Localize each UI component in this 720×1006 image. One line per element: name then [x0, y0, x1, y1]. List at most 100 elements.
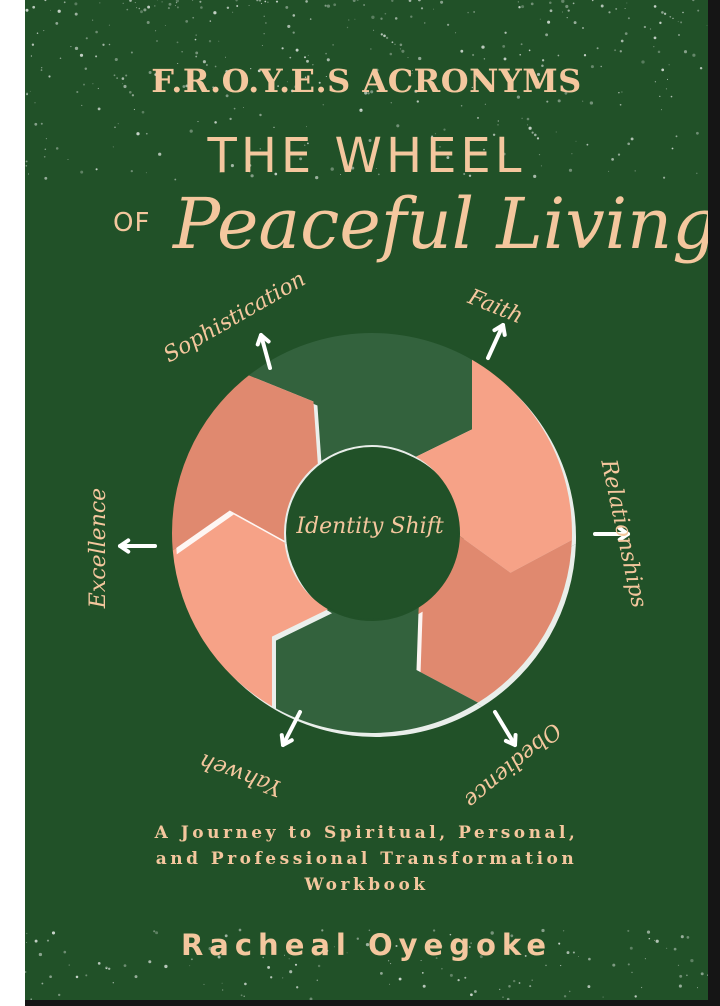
speckle — [521, 117, 523, 120]
speckle — [133, 108, 135, 111]
speckle — [626, 2, 628, 4]
speckle — [217, 955, 221, 959]
speckle — [420, 959, 422, 962]
speckle — [85, 974, 88, 977]
speckle — [671, 147, 674, 150]
speckle — [394, 43, 396, 46]
wheel-segment-6 — [172, 375, 318, 551]
speckle — [292, 14, 296, 17]
speckle — [475, 80, 477, 82]
speckle — [566, 16, 568, 19]
speckle — [545, 33, 549, 37]
arrowhead-icon — [617, 526, 630, 542]
speckle — [116, 77, 118, 79]
speckle — [533, 174, 537, 178]
speckle — [225, 94, 229, 98]
title-line-1: THE WHEEL — [207, 128, 526, 184]
speckle — [222, 989, 224, 991]
speckle — [30, 55, 33, 57]
speckle — [34, 102, 36, 104]
speckle — [95, 168, 98, 171]
arrow-icon — [486, 323, 505, 360]
speckle — [325, 75, 327, 78]
speckle — [619, 50, 622, 53]
speckle — [199, 0, 202, 3]
speckle — [549, 9, 553, 13]
speckle — [146, 21, 150, 24]
speckle — [573, 21, 577, 25]
speckle — [48, 75, 51, 78]
speckle — [74, 46, 79, 51]
speckle — [371, 15, 375, 19]
speckle — [41, 982, 44, 985]
speckle — [473, 990, 477, 993]
speckle — [43, 155, 46, 158]
speckle — [660, 109, 662, 111]
speckle — [416, 100, 419, 103]
speckle — [568, 168, 573, 172]
speckle — [265, 22, 267, 24]
speckle — [654, 939, 655, 941]
speckle — [700, 972, 704, 976]
speckle — [289, 56, 292, 59]
title-of: OF — [113, 208, 151, 238]
speckle — [490, 931, 494, 935]
speckle — [424, 22, 426, 24]
wheel-segment-2 — [416, 359, 573, 573]
speckle — [502, 152, 506, 156]
speckle — [40, 122, 43, 125]
right-shadow-edge — [708, 0, 720, 1006]
speckle — [367, 92, 370, 95]
speckle — [29, 90, 31, 92]
speckle — [320, 940, 323, 943]
speckle — [267, 965, 271, 969]
wheel-hub — [286, 447, 458, 619]
speckle — [370, 90, 374, 94]
speckle — [181, 51, 183, 53]
speckle — [529, 985, 532, 988]
speckle — [395, 944, 398, 948]
speckle — [44, 148, 47, 150]
speckle — [290, 89, 294, 93]
speckle — [567, 9, 570, 12]
speckle — [655, 939, 659, 943]
speckle — [182, 85, 186, 88]
subtitle: A Journey to Spiritual, Personal, and Pr… — [25, 820, 708, 898]
speckle — [539, 18, 541, 20]
speckle — [699, 66, 703, 70]
speckle — [508, 943, 510, 946]
speckle — [304, 76, 307, 79]
speckle — [663, 12, 667, 15]
speckle — [213, 11, 217, 15]
speckle — [641, 60, 645, 64]
speckle — [63, 1, 66, 4]
speckle — [398, 977, 402, 981]
speckle — [663, 176, 666, 179]
speckle — [309, 997, 313, 1000]
speckle — [205, 63, 208, 67]
speckle — [153, 930, 156, 933]
speckle — [244, 982, 247, 986]
speckle — [583, 54, 587, 57]
speckle — [520, 43, 523, 46]
speckle — [634, 995, 637, 998]
speckle — [472, 53, 475, 57]
speckle — [263, 941, 267, 945]
speckle — [304, 144, 306, 146]
speckle — [67, 158, 69, 160]
speckle — [368, 929, 371, 932]
speckle — [121, 83, 123, 85]
speckle — [81, 104, 83, 106]
speckle — [131, 94, 135, 97]
author-name: Racheal Oyegoke — [180, 928, 553, 962]
speckle — [388, 983, 391, 985]
speckle — [317, 964, 321, 968]
speckle — [176, 6, 179, 9]
speckle — [26, 93, 28, 96]
speckle — [218, 40, 220, 42]
speckle — [582, 27, 584, 29]
speckle — [439, 146, 441, 148]
speckle — [197, 121, 199, 123]
speckle — [312, 64, 314, 66]
